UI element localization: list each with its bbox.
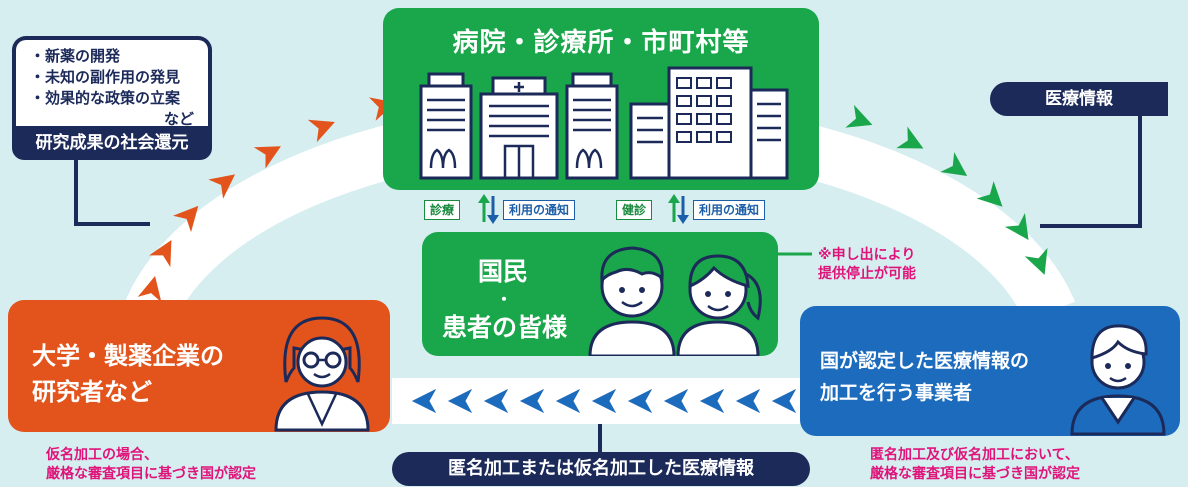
research-results-list: ・新薬の開発 ・未知の副作用の発見 ・効果的な政策の立案 など (12, 36, 212, 128)
usage-notice-tag: 利用の通知 (503, 200, 576, 220)
left-certification-note: 仮名加工の場合、 厳格な審査項目に基づき国が認定 (46, 446, 256, 484)
blue-flow-arrow (519, 388, 545, 414)
university-researcher-box: 大学・製薬企業の 研究者など (8, 300, 390, 432)
citizens-label: 国民 (478, 257, 529, 286)
research-results-label: 研究成果の社会還元 (12, 126, 212, 160)
note-line: 厳格な審査項目に基づき国が認定 (46, 466, 256, 482)
green-flow-arrow (1024, 247, 1048, 275)
blue-flow-arrow (483, 388, 509, 414)
citizens-people-icon (588, 246, 762, 356)
green-flow-arrow (940, 152, 968, 176)
research-connector (74, 160, 150, 226)
operator-label: 国が認定した医療情報の (820, 350, 1030, 372)
usage-notice-tag: 利用の通知 (693, 200, 766, 220)
green-flow-arrow (1004, 213, 1029, 240)
research-item: ・新薬の開発 (30, 47, 121, 65)
processed-info-label: 匿名加工または仮名加工した医療情報 (392, 452, 810, 486)
blue-arrow-group (411, 388, 797, 414)
orange-flow-arrow (253, 146, 281, 169)
checkup-exchange-arrows (668, 194, 689, 224)
hospital-title: 病院・診療所・市町村等 (452, 28, 750, 58)
opt-out-note-line: ※申し出により (818, 247, 916, 263)
blue-flow-arrow (591, 388, 617, 414)
blue-flow-arrow (627, 388, 653, 414)
note-line: 仮名加工の場合、 (46, 447, 158, 463)
blue-flow-arrow (771, 388, 797, 414)
citizens-box: 国民 ・ 患者の皆様 (422, 232, 778, 356)
green-flow-arrow (976, 181, 1003, 207)
medinfo-connector (1040, 116, 1142, 228)
orange-flow-arrow (208, 174, 236, 199)
checkup-tag: 健診 (616, 200, 653, 220)
opt-out-note-line: 提供停止が可能 (818, 266, 916, 282)
blue-flow-arrow (447, 388, 473, 414)
research-item: ・未知の副作用の発見 (30, 68, 181, 86)
blue-flow-arrow (699, 388, 725, 414)
consult-exchange-arrows (478, 194, 499, 224)
blue-flow-arrow (735, 388, 761, 414)
hospital-box: 病院・診療所・市町村等 (383, 8, 819, 190)
operator-label: 加工を行う事業者 (820, 382, 973, 404)
medical-info-label: 医療情報 (990, 82, 1168, 116)
orange-flow-arrow (307, 119, 335, 143)
patients-label: 患者の皆様 (442, 313, 568, 342)
operator-person-icon (1070, 324, 1166, 436)
note-line: 匿名加工及び仮名加工において、 (870, 447, 1079, 463)
certified-operator-box: 国が認定した医療情報の 加工を行う事業者 (800, 306, 1180, 436)
note-line: 厳格な審査項目に基づき国が認定 (870, 466, 1080, 482)
blue-flow-arrow (411, 388, 437, 414)
right-certification-note: 匿名加工及び仮名加工において、 厳格な審査項目に基づき国が認定 (870, 446, 1080, 484)
green-flow-arrow (896, 126, 924, 149)
blue-flow-arrow (663, 388, 689, 414)
consult-tag: 診療 (424, 200, 461, 220)
opt-out-note: ※申し出により 提供停止が可能 (818, 246, 916, 284)
orange-flow-arrow (137, 275, 162, 303)
researcher-label: 研究者など (32, 378, 152, 406)
research-item: など (163, 110, 194, 128)
university-label: 大学・製薬企業の (32, 342, 224, 370)
citizens-separator: ・ (496, 290, 513, 309)
researcher-icon (274, 316, 370, 432)
orange-flow-arrow (149, 239, 172, 268)
green-flow-arrow (845, 104, 873, 128)
blue-flow-arrow (555, 388, 581, 414)
research-item: ・効果的な政策の立案 (30, 89, 181, 107)
hospital-building-icon (419, 66, 789, 180)
orange-flow-arrow (172, 205, 199, 233)
